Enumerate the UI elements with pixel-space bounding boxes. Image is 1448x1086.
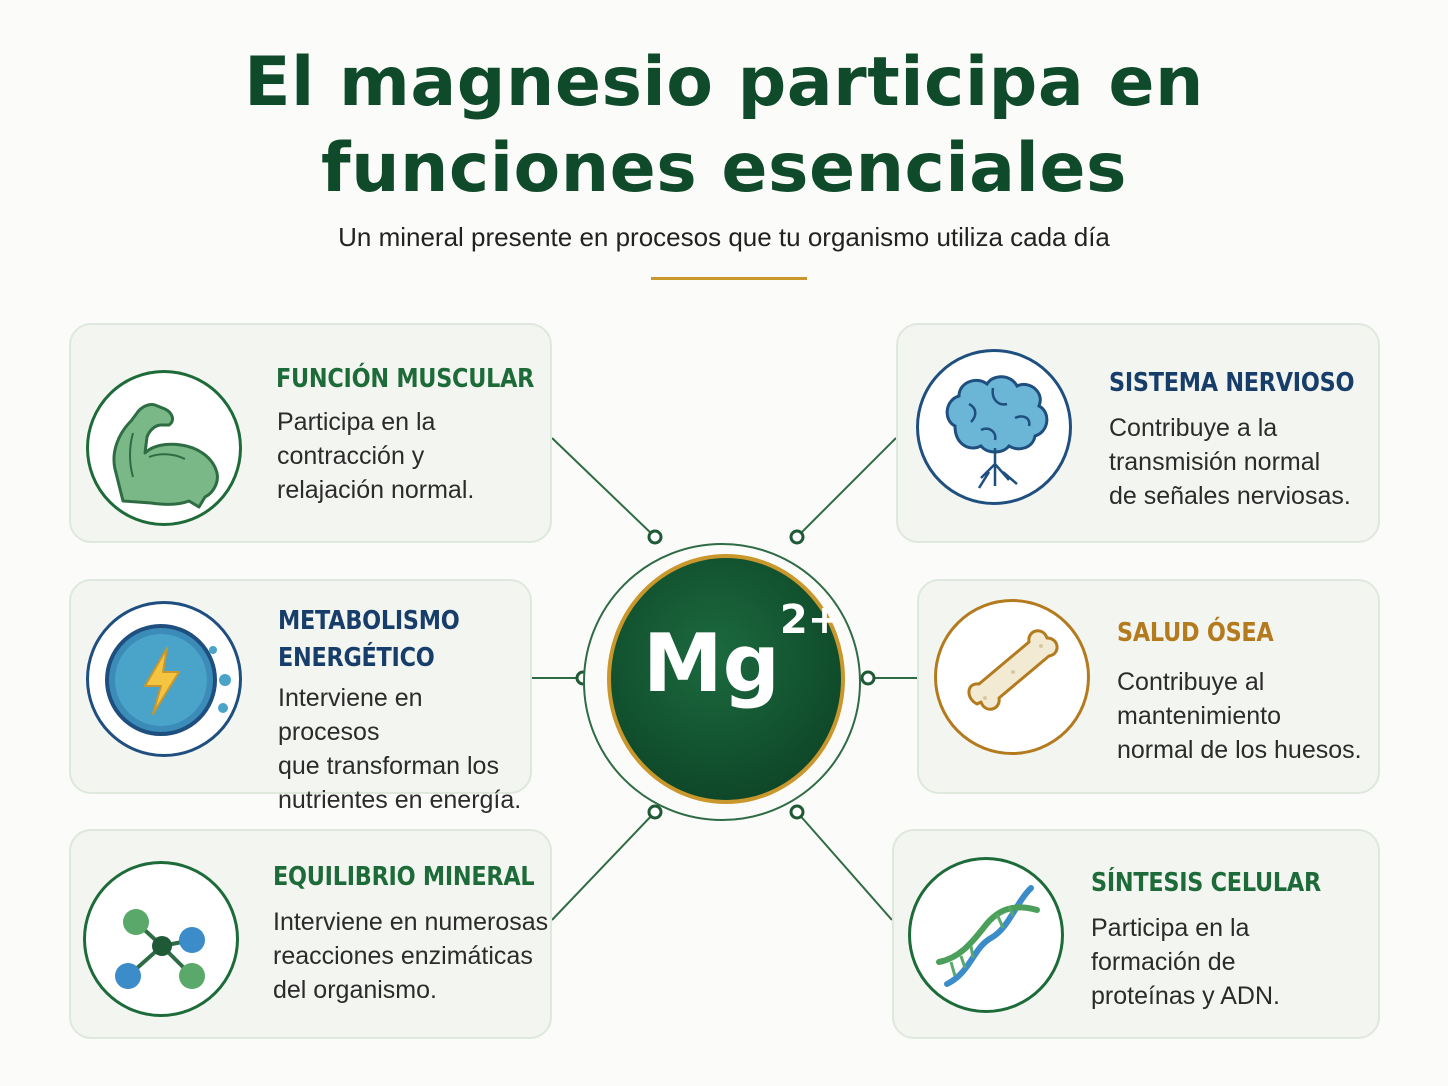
connector-celular <box>796 811 893 921</box>
card-sintesis-celular: SÍNTESIS CELULAR Participa en la formaci… <box>892 829 1380 1039</box>
card-title: FUNCIÓN MUSCULAR <box>276 364 535 394</box>
card-text: Participa en la contracción y relajación… <box>277 408 475 504</box>
card-title-line-1: METABOLISMO <box>278 606 460 636</box>
card-metabolismo-energetico: METABOLISMO ENERGÉTICO Interviene en proc… <box>69 579 532 814</box>
card-title: SÍNTESIS CELULAR <box>1091 868 1321 898</box>
card-equilibrio-mineral: EQUILIBRIO MINERAL Interviene en numeros… <box>69 829 552 1039</box>
card-text: Participa en la formación de proteínas y… <box>1091 914 1280 1010</box>
energy-bolt-icon <box>105 624 231 736</box>
card-title: SALUD ÓSEA <box>1117 618 1274 648</box>
page-subtitle: Un mineral presente en procesos que tu o… <box>338 222 1110 252</box>
bone-icon <box>967 629 1059 711</box>
card-funcion-muscular: FUNCIÓN MUSCULAR Participa en la contrac… <box>69 323 552 543</box>
card-salud-osea: SALUD ÓSEA Contribuye al mantenimiento n… <box>917 579 1380 794</box>
element-symbol: Mg <box>643 617 780 710</box>
card-text: Contribuye a la transmisión normal de se… <box>1109 414 1351 510</box>
connector-mineral <box>551 811 656 921</box>
icon-circle <box>908 857 1064 1013</box>
card-text: Interviene en numerosas reacciones enzim… <box>273 908 549 1004</box>
icon-circle <box>86 370 242 526</box>
card-title-line-2: ENERGÉTICO <box>278 643 435 673</box>
magnesium-ion-symbol: Mg2+ <box>643 600 841 714</box>
ion-charge: 2+ <box>779 597 842 643</box>
accent-divider <box>651 277 807 280</box>
hub-disc <box>607 554 845 804</box>
icon-circle <box>934 599 1090 755</box>
magnesium-hub: Mg2+ <box>605 548 845 808</box>
title-line-1: El magnesio participa en <box>244 43 1204 122</box>
node-dot-nervioso <box>789 529 805 545</box>
connector-nervioso <box>796 437 897 538</box>
card-sistema-nervioso: SISTEMA NERVIOSO Contribuye a la transmi… <box>896 323 1380 543</box>
connector-muscular <box>551 437 656 538</box>
icon-circle <box>83 861 239 1017</box>
node-dot-mineral <box>647 804 663 820</box>
card-text: Contribuye al mantenimiento normal de lo… <box>1117 668 1362 764</box>
flexed-arm-icon <box>112 403 219 509</box>
page-title: El magnesio participa en funciones esenc… <box>0 40 1448 212</box>
brain-icon <box>945 375 1049 489</box>
card-text: Interviene en procesos que transforman l… <box>278 684 522 814</box>
node-dot-muscular <box>647 529 663 545</box>
dna-icon <box>936 885 1040 987</box>
card-title: SISTEMA NERVIOSO <box>1109 368 1355 398</box>
title-line-2: funciones esenciales <box>321 129 1127 208</box>
card-title: METABOLISMO ENERGÉTICO <box>278 603 460 677</box>
icon-circle <box>916 349 1072 505</box>
node-dot-celular <box>789 804 805 820</box>
molecule-icon <box>115 909 205 989</box>
card-title: EQUILIBRIO MINERAL <box>273 862 535 892</box>
icon-circle <box>86 601 242 757</box>
node-dot-osea <box>860 670 876 686</box>
